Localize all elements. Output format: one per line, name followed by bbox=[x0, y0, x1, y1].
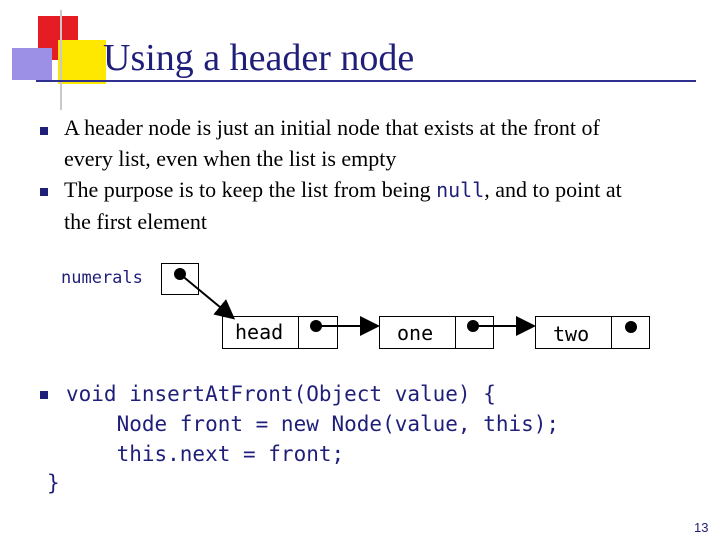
corner-decoration bbox=[0, 0, 110, 110]
bullet-2-line-1: The purpose is to keep the list from bei… bbox=[64, 174, 622, 206]
code-line-4: } bbox=[47, 471, 60, 495]
node-divider bbox=[455, 316, 456, 349]
bullet-marker bbox=[40, 391, 48, 399]
bullet-1-line-2: every list, even when the list is empty bbox=[64, 146, 397, 171]
arrow-numerals-to-head bbox=[179, 273, 236, 320]
bullet-marker bbox=[40, 188, 48, 196]
page-number: 13 bbox=[694, 520, 709, 535]
title-divider bbox=[36, 80, 696, 82]
bullet-text-1: A header node is just an initial node th… bbox=[64, 112, 600, 174]
null-keyword: null bbox=[436, 178, 485, 202]
variable-label: numerals bbox=[61, 268, 143, 288]
code-line-1: void insertAtFront(Object value) { bbox=[66, 382, 496, 406]
bullet-2-line-2: the first element bbox=[64, 209, 207, 234]
bullet-2-text-before: The purpose is to keep the list from bei… bbox=[64, 177, 437, 202]
node-divider bbox=[298, 316, 299, 349]
code-line-2: Node front = new Node(value, this); bbox=[66, 412, 560, 436]
purple-square bbox=[12, 48, 52, 80]
code-line-3: this.next = front; bbox=[66, 442, 345, 466]
node-label-one: one bbox=[397, 321, 434, 345]
bullet-marker bbox=[40, 127, 48, 135]
bullet-text-2: The purpose is to keep the list from bei… bbox=[64, 174, 622, 237]
yellow-square bbox=[58, 40, 106, 84]
page-title: Using a header node bbox=[103, 37, 415, 79]
node-label-two: two bbox=[553, 322, 590, 346]
node-divider bbox=[611, 316, 612, 349]
null-pointer-dot bbox=[625, 321, 637, 333]
bullet-1-line-1: A header node is just an initial node th… bbox=[64, 115, 600, 140]
bullet-2-text-after: , and to point at bbox=[484, 177, 622, 202]
vertical-line bbox=[60, 10, 62, 110]
node-label-head: head bbox=[235, 320, 284, 344]
